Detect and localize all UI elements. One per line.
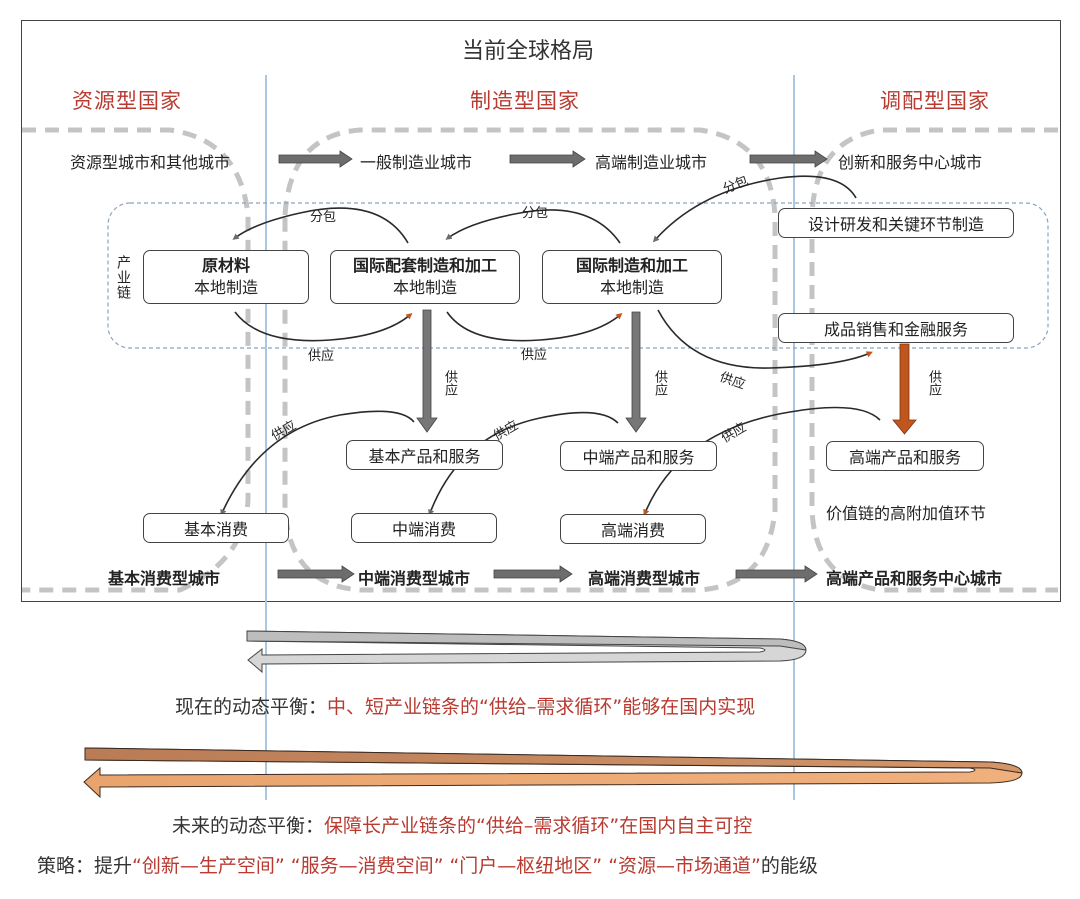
caption-strategy-suffix: 的能级 xyxy=(760,855,818,877)
chain-box-subtitle: 本地制造 xyxy=(392,278,457,297)
down-arrow-icon xyxy=(892,343,917,435)
down-arrow-icon xyxy=(416,309,438,433)
supply-arrow-high xyxy=(643,406,881,516)
down-arrow-icon xyxy=(625,311,647,433)
supply-arrow-2 xyxy=(446,311,623,342)
top-city-arrows xyxy=(278,150,828,168)
caption-future-highlight: 保障长产业链条的“供给–需求循环”在国内自主可控 xyxy=(324,815,753,837)
box-mid-products: 中端产品和服务 xyxy=(560,441,717,471)
bottom-city-basic: 基本消费型城市 xyxy=(108,569,221,588)
short-loop-arrow xyxy=(246,630,807,674)
chain-box-international-supporting: 国际配套制造和加工 本地制造 xyxy=(330,250,520,304)
subcontract-arrow-1 xyxy=(232,207,409,244)
diagram-title: 当前全球格局 xyxy=(462,39,595,64)
chain-box-raw-material: 原材料 本地制造 xyxy=(143,250,309,304)
chain-box-subtitle: 本地制造 xyxy=(193,278,258,297)
resource-region-outline xyxy=(22,127,251,593)
top-city-resource: 资源型城市和其他城市 xyxy=(70,153,231,172)
arrow-icon xyxy=(277,565,355,583)
manufacturing-region-outline xyxy=(282,127,778,593)
diagram-frame xyxy=(21,20,1061,602)
chain-box-title: 国际制造和加工 xyxy=(575,256,688,275)
country-label-manufacturing: 制造型国家 xyxy=(470,89,580,113)
bottom-city-high: 高端消费型城市 xyxy=(588,569,701,588)
chain-box-international-manufacturing: 国际制造和加工 本地制造 xyxy=(542,250,722,304)
box-mid-consumption: 中端消费 xyxy=(351,513,497,543)
arrow-icon xyxy=(278,150,353,168)
box-basic-consumption: 基本消费 xyxy=(143,513,289,543)
caption-current-prefix: 现在的动态平衡： xyxy=(175,696,328,718)
box-design-rnd: 设计研发和关键环节制造 xyxy=(778,208,1014,238)
arrow-icon xyxy=(749,150,828,168)
region-outlines xyxy=(22,127,1058,593)
box-basic-products: 基本产品和服务 xyxy=(346,440,503,470)
caption-current-balance: 现在的动态平衡：中、短产业链条的“供给–需求循环”能够在国内实现 xyxy=(175,692,755,719)
industry-chain-area xyxy=(107,202,1049,349)
industry-chain-label: 产业链 xyxy=(115,255,131,300)
chain-box-subtitle: 本地制造 xyxy=(599,278,664,297)
subcontract-arrow-3 xyxy=(652,175,857,243)
subcontract-label: 分包 xyxy=(310,210,337,225)
caption-current-highlight: 中、短产业链条的“供给–需求循环”能够在国内实现 xyxy=(327,696,756,718)
supply-arrow-mid xyxy=(428,411,619,516)
box-high-consumption: 高端消费 xyxy=(560,514,706,544)
top-city-general-manufacturing: 一般制造业城市 xyxy=(360,153,473,172)
supply-label: 供应 xyxy=(521,348,548,363)
supply-label-vertical: 供应 xyxy=(926,370,941,396)
caption-future-prefix: 未来的动态平衡： xyxy=(172,815,325,837)
box-sales-finance: 成品销售和金融服务 xyxy=(778,313,1014,343)
chain-box-title: 国际配套制造和加工 xyxy=(352,256,497,275)
subcontract-arrow-2 xyxy=(445,209,621,244)
box-high-products: 高端产品和服务 xyxy=(826,441,984,471)
chain-box-title: 原材料 xyxy=(201,256,250,275)
caption-strategy-prefix: 策略：提升 xyxy=(37,855,133,877)
supply-label: 供应 xyxy=(308,349,335,364)
bottom-city-high-products-center: 高端产品和服务中心城市 xyxy=(826,569,1003,588)
vertical-supply-arrows xyxy=(416,309,917,435)
value-chain-note: 价值链的高附加值环节 xyxy=(826,504,987,523)
country-label-resource: 资源型国家 xyxy=(72,89,182,113)
arrow-icon xyxy=(735,565,818,583)
supply-arrow-3 xyxy=(657,309,873,369)
supply-arrow-1 xyxy=(234,311,413,342)
subcontract-label: 分包 xyxy=(522,206,549,221)
allocation-region-outline xyxy=(809,127,1058,593)
arrow-icon xyxy=(493,565,573,583)
caption-strategy: 策略：提升“创新—生产空间” “服务—消费空间” “门户—枢纽地区” “资源—市… xyxy=(37,851,818,878)
chain-supply-arrows xyxy=(234,309,873,369)
caption-strategy-highlight: “创新—生产空间” “服务—消费空间” “门户—枢纽地区” “资源—市场通道” xyxy=(132,855,761,877)
bottom-city-arrows xyxy=(277,565,818,583)
supply-label-vertical: 供应 xyxy=(442,370,457,396)
consumption-supply-arrows xyxy=(220,406,881,516)
top-city-high-manufacturing: 高端制造业城市 xyxy=(595,153,708,172)
country-label-allocation: 调配型国家 xyxy=(880,89,990,113)
long-loop-arrow xyxy=(83,747,1023,799)
supply-arrow-basic xyxy=(220,410,415,516)
supply-label-vertical: 供应 xyxy=(652,370,667,396)
subcontract-arrows xyxy=(232,175,857,244)
caption-future-balance: 未来的动态平衡：保障长产业链条的“供给–需求循环”在国内自主可控 xyxy=(172,811,752,838)
top-city-innovation-service: 创新和服务中心城市 xyxy=(838,153,983,172)
arrow-icon xyxy=(509,150,586,168)
bottom-city-mid: 中端消费型城市 xyxy=(358,569,471,588)
